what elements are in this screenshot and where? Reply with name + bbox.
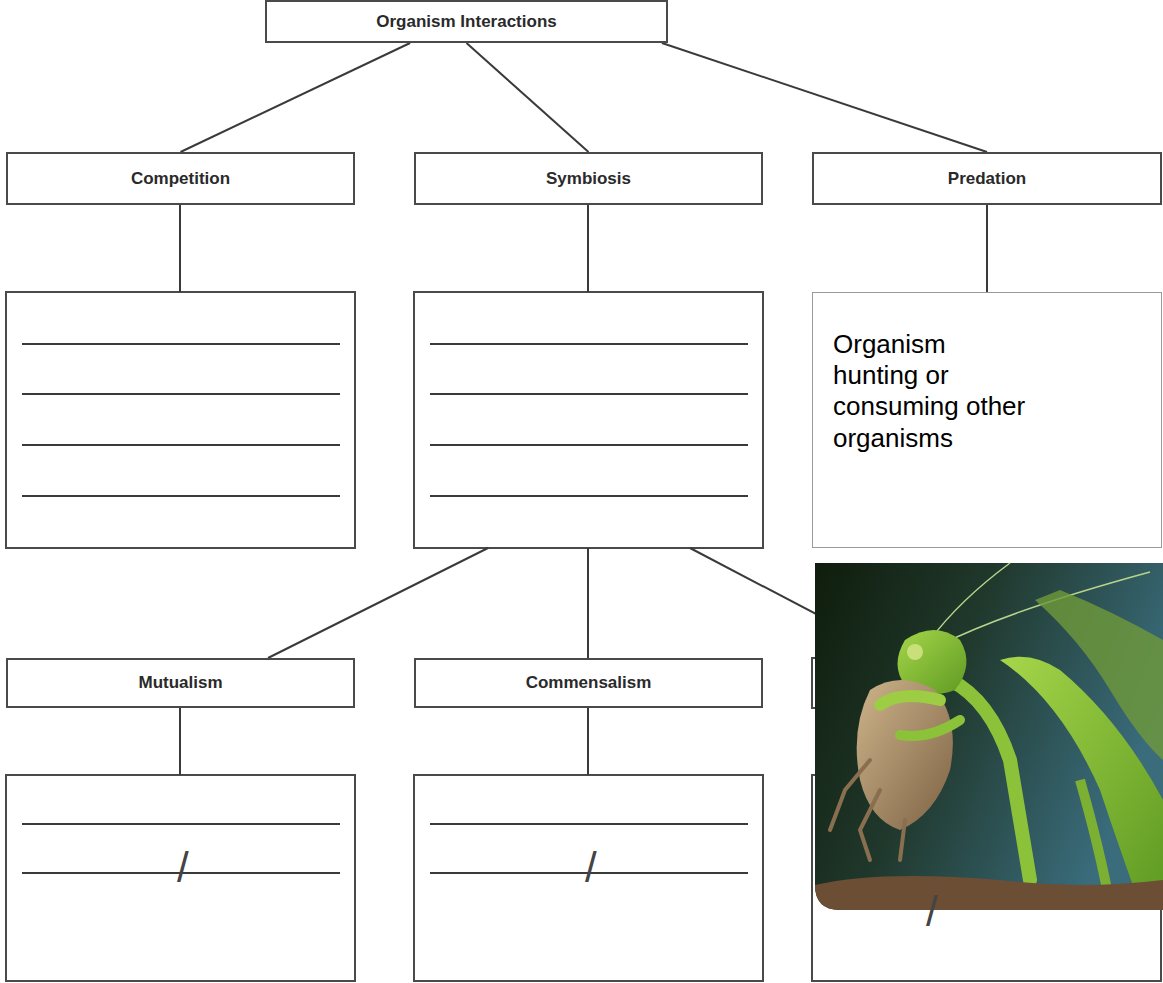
connector-line (987, 205, 988, 292)
connector-line (467, 43, 589, 152)
category-box: Predation (812, 152, 1162, 205)
connector-line (662, 43, 987, 152)
box-heading: Symbiosis (546, 169, 631, 189)
box-heading: Organism Interactions (376, 12, 556, 32)
category-box: Symbiosis (414, 152, 763, 205)
slash-mark: / (926, 891, 938, 933)
subcategory-box: Commensalism (414, 658, 763, 708)
box-heading: Mutualism (138, 673, 222, 693)
slash-mark: / (585, 847, 597, 889)
box-heading: Competition (131, 169, 230, 189)
subcategory-box: Mutualism (6, 658, 355, 708)
definition-box: Organism hunting or consuming other orga… (812, 292, 1162, 548)
slash-mark: / (177, 847, 189, 889)
box-heading: Commensalism (526, 673, 652, 693)
category-box: Competition (6, 152, 355, 205)
connector-line (181, 43, 411, 152)
box-heading: Predation (948, 169, 1026, 189)
title-box: Organism Interactions (265, 0, 668, 43)
definition-text: Organism hunting or consuming other orga… (813, 293, 1033, 454)
